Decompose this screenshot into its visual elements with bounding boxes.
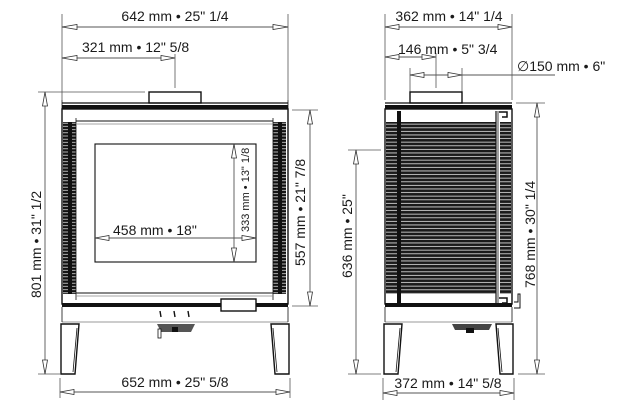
glass-height-label: 333 mm • 13" 1/8 <box>240 148 252 232</box>
flue-diameter-label: ∅150 mm • 6" <box>517 58 605 74</box>
body-height-label: 557 mm • 21" 7/8 <box>292 159 308 266</box>
side-body-height-label: 636 mm • 25" <box>339 194 355 278</box>
front-width-label: 642 mm • 25" 1/4 <box>121 8 228 24</box>
base-depth-label: 372 mm • 14" 5/8 <box>394 375 501 391</box>
side-depth-label: 362 mm • 14" 1/4 <box>395 8 502 24</box>
glass-width-label: 458 mm • 18" <box>113 222 197 238</box>
side-flue-offset-label: 146 mm • 5" 3/4 <box>398 41 498 57</box>
overall-height-label: 801 mm • 31" 1/2 <box>28 191 44 298</box>
front-view: 642 mm • 25" 1/4 321 mm • 12" 5/8 458 <box>28 8 318 398</box>
flue-top-height-label: 768 mm • 30" 1/4 <box>522 181 538 288</box>
front-flue-offset-label: 321 mm • 12" 5/8 <box>82 39 189 55</box>
base-width-label: 652 mm • 25" 5/8 <box>121 374 228 390</box>
side-view: 362 mm • 14" 1/4 146 mm • 5" 3/4 ∅150 mm… <box>339 8 605 400</box>
